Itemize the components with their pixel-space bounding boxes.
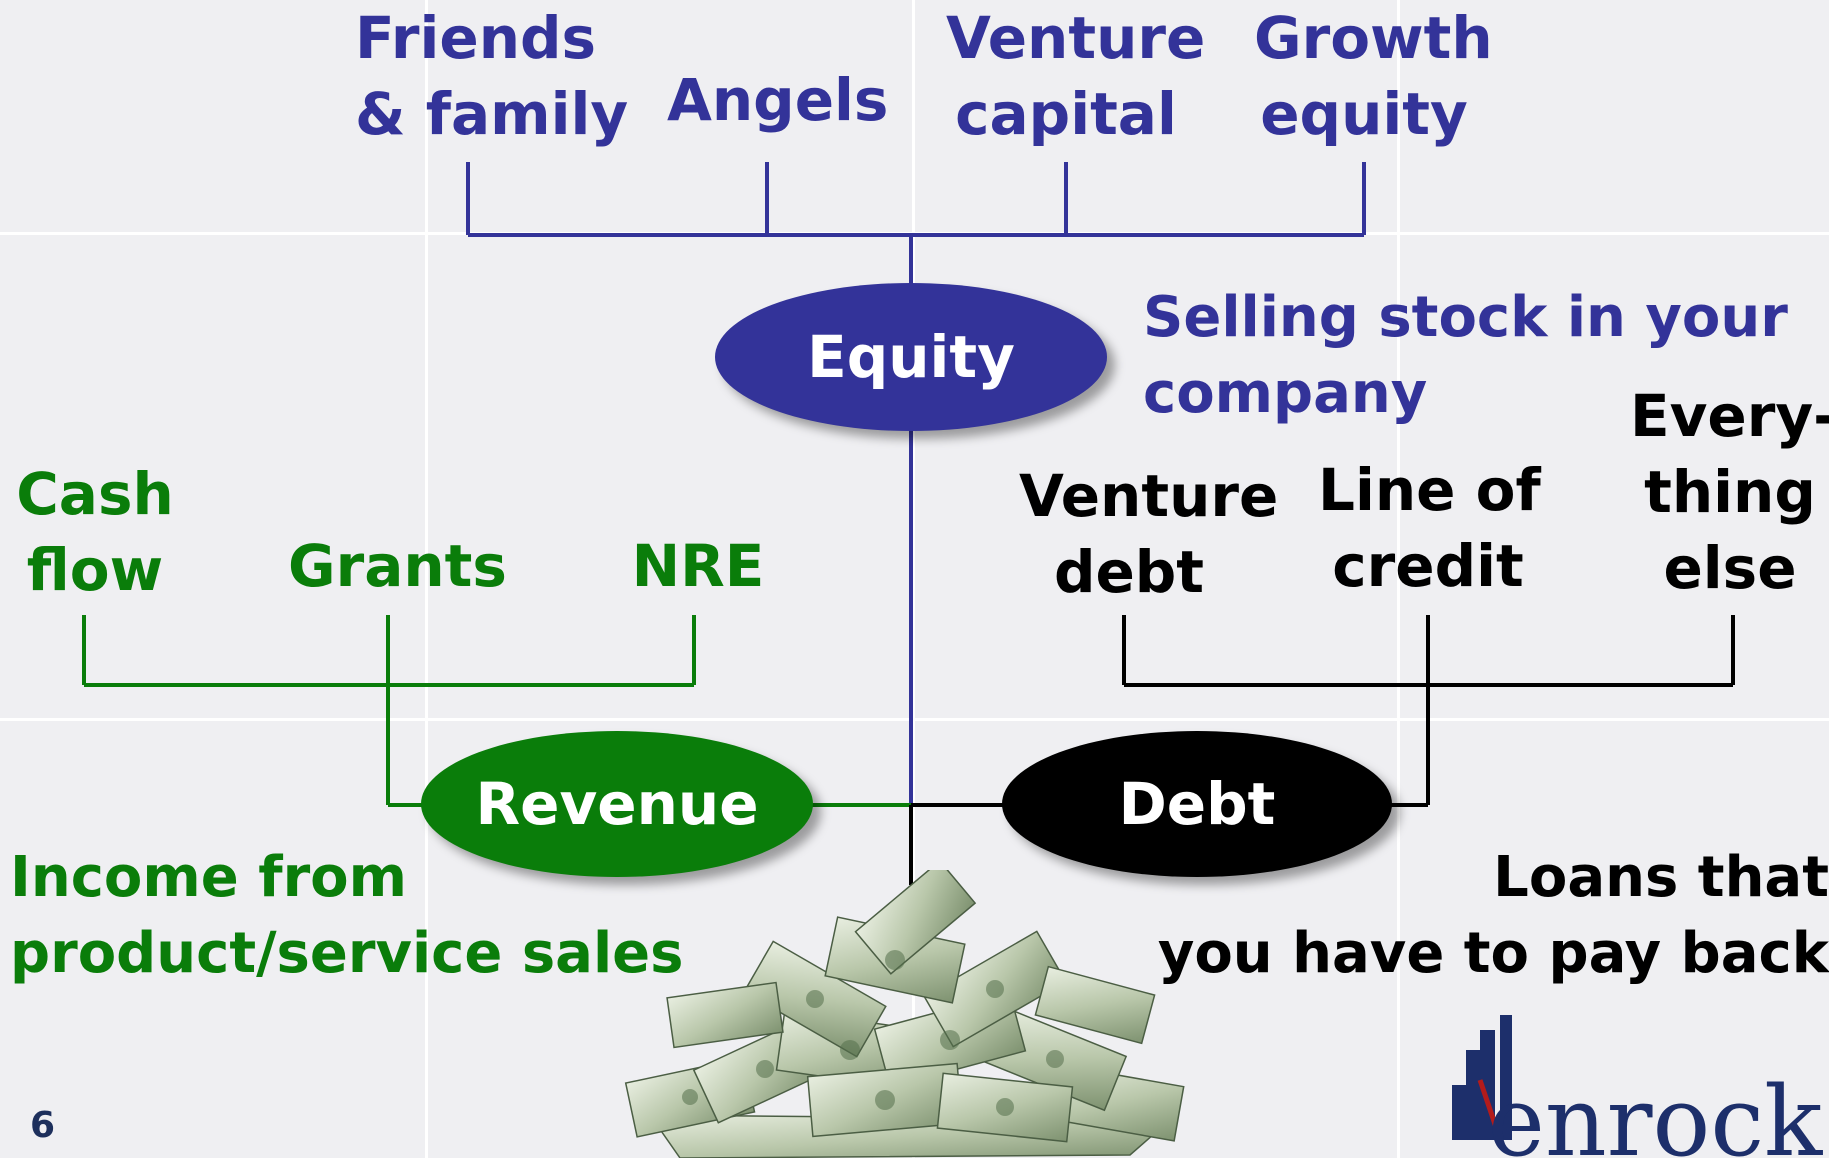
description-line: company [1143, 361, 1428, 426]
source-line: NRE [631, 532, 765, 600]
debt-node: Debt [1002, 731, 1392, 877]
revenue-source-grants: Grants [288, 528, 507, 604]
grid-line [1397, 0, 1400, 1158]
description-line: Loans that [1493, 845, 1829, 910]
revenue-label: Revenue [475, 770, 759, 838]
venrock-logo: enrock [1452, 1015, 1823, 1158]
equity-source-growth-equity: Growth equity [1254, 0, 1493, 152]
source-line: Cash [16, 460, 174, 528]
debt-label: Debt [1118, 770, 1276, 838]
debt-source-line-of-credit: Line of credit [1318, 452, 1541, 604]
source-line: Angels [667, 66, 889, 134]
equity-source-venture-capital: Venture capital [946, 0, 1206, 152]
equity-source-angels: Angels [667, 62, 889, 138]
revenue-node: Revenue [421, 731, 813, 877]
debt-description: Loans that you have to pay back [1158, 840, 1829, 992]
grid-line [912, 0, 915, 1158]
source-line: Venture [1019, 462, 1279, 530]
source-line: flow [26, 536, 164, 604]
source-line: debt [1053, 538, 1205, 606]
source-line: thing [1644, 458, 1816, 526]
source-line: Grants [288, 532, 507, 600]
revenue-source-nre: NRE [615, 528, 781, 604]
description-line: Income from [10, 845, 408, 910]
equity-node: Equity [715, 283, 1107, 431]
equity-label: Equity [807, 323, 1015, 391]
revenue-source-cash-flow: Cash flow [0, 456, 190, 608]
source-line: Venture [946, 4, 1206, 72]
description-line: you have to pay back [1157, 921, 1829, 986]
source-line: else [1663, 534, 1797, 602]
source-line: capital [955, 80, 1177, 148]
source-line: Growth [1254, 4, 1493, 72]
svg-text:enrock: enrock [1488, 1066, 1823, 1158]
source-line: Friends [355, 4, 597, 72]
debt-source-venture-debt: Venture debt [1019, 458, 1279, 610]
source-line: Every- [1630, 382, 1829, 450]
source-line: & family [355, 80, 629, 148]
grid-line [425, 0, 428, 1158]
equity-source-friends-family: Friends & family [355, 0, 629, 152]
slide-number: 6 [30, 1105, 56, 1146]
equity-description: Selling stock in your company [1143, 280, 1788, 432]
source-line: equity [1260, 80, 1468, 148]
description-line: Selling stock in your [1143, 285, 1788, 350]
revenue-description: Income from product/service sales [10, 840, 683, 992]
source-line: Line of [1318, 456, 1541, 524]
debt-source-everything-else: Every- thing else [1630, 378, 1829, 606]
money-pile-image [624, 870, 1185, 1158]
description-line: product/service sales [10, 921, 684, 986]
source-line: credit [1332, 532, 1524, 600]
